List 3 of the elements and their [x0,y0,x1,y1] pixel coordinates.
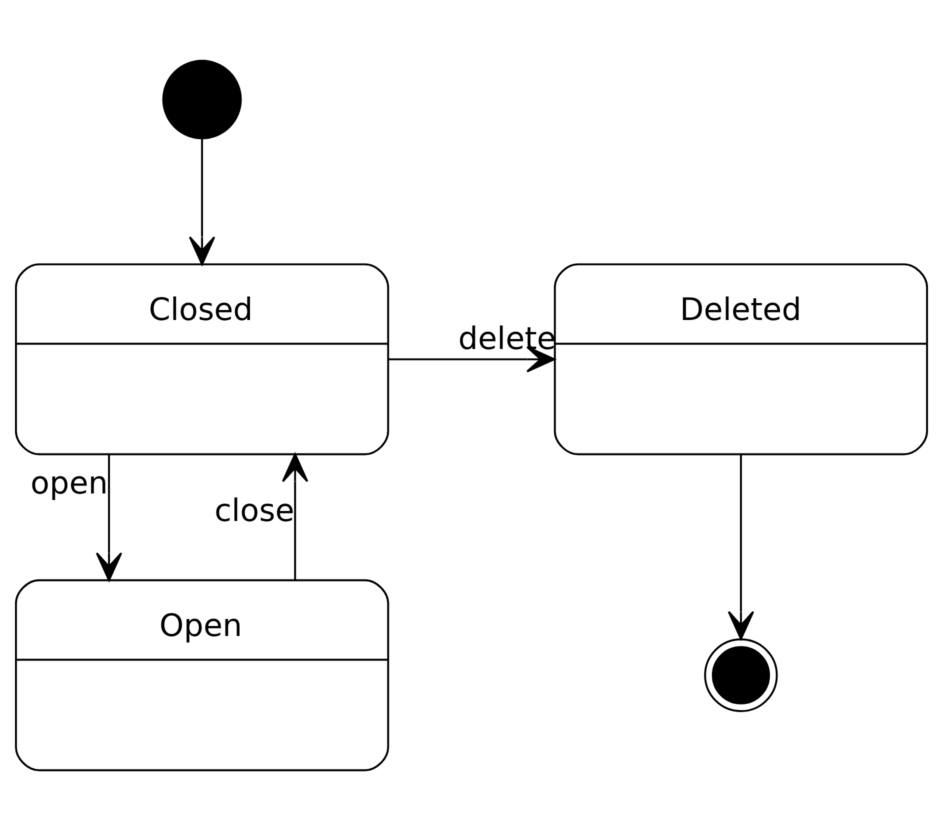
edge-label: open [30,465,108,502]
edge-label: delete [458,320,556,357]
edge-label: close [214,492,294,528]
